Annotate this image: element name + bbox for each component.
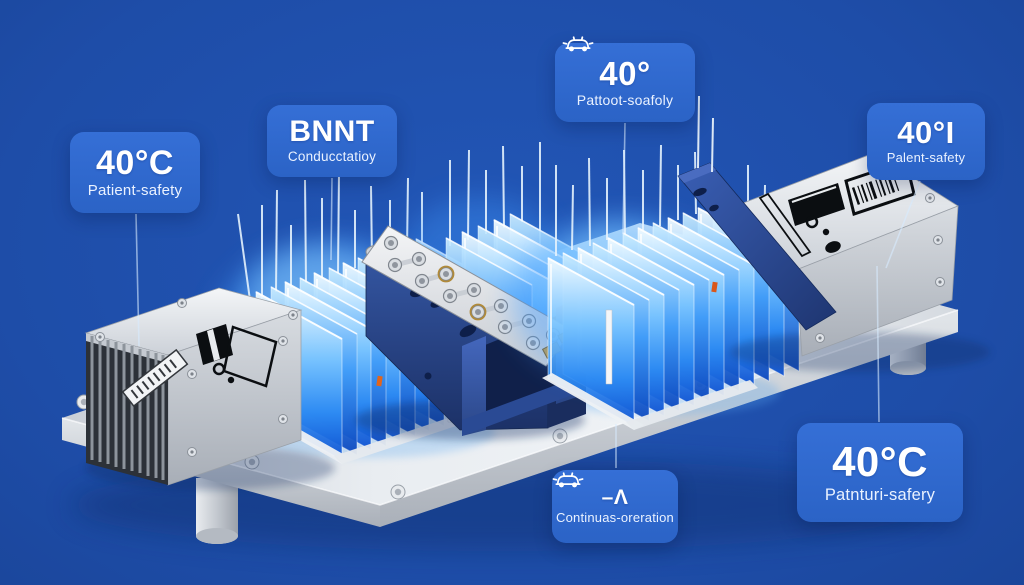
car-icon xyxy=(552,472,584,488)
material-label: BNNT xyxy=(289,115,375,149)
callout-temperature-top-right: 40°I Palent-safety xyxy=(867,103,985,180)
waveform-glyph: –Λ xyxy=(601,486,629,510)
callout-subtitle: Patient-safety xyxy=(87,181,183,199)
temperature-value: 40°C xyxy=(96,143,174,182)
callout-subtitle: Patnturi-safery xyxy=(824,485,936,504)
callout-subtitle: Conducctatioy xyxy=(287,149,377,165)
printed-display-graphic xyxy=(196,324,278,388)
barcode-label xyxy=(121,348,189,408)
heatsink-fins xyxy=(90,336,165,480)
callout-temperature-bottom-right: 40°C Patnturi-safery xyxy=(797,423,963,522)
temperature-value: 40° xyxy=(599,54,651,92)
callout-bnnt: BNNT Conducctatioy xyxy=(267,105,397,177)
left-control-box xyxy=(84,287,335,490)
callout-connectors xyxy=(135,122,921,468)
callout-subtitle: Pattoot-soafoly xyxy=(576,91,674,108)
rail-post xyxy=(605,309,613,385)
temperature-value: 40°I xyxy=(897,115,955,151)
navy-panel xyxy=(677,95,837,331)
orange-marker xyxy=(711,281,718,293)
fin-array-right xyxy=(512,144,800,430)
orange-marker xyxy=(376,375,383,387)
callout-subtitle: Continuas-oreration xyxy=(556,510,674,526)
barcode xyxy=(851,173,900,205)
temperature-value: 40°C xyxy=(832,437,928,485)
callout-subtitle: Palent-safety xyxy=(886,150,966,166)
car-icon xyxy=(562,36,594,52)
callout-temperature-top-left: 40°C Patient-safety xyxy=(70,132,200,213)
callout-temperature-top-middle: 40° Pattoot-soafoly xyxy=(555,36,695,122)
callout-continuous-operation: –Λ Continuas-oreration xyxy=(552,470,678,543)
